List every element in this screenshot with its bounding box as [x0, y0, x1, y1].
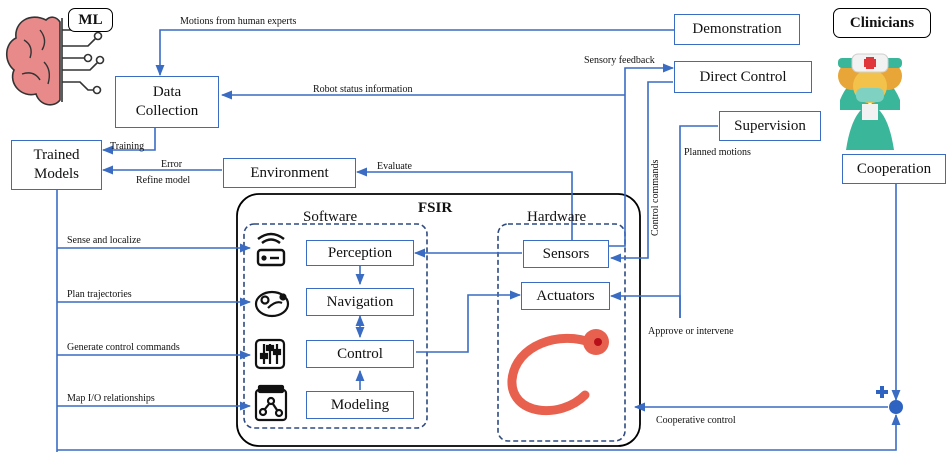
environment-box: Environment: [223, 158, 356, 188]
direct-control-box: Direct Control: [674, 61, 812, 93]
label-refine-model: Refine model: [136, 175, 191, 186]
label-training: Training: [110, 141, 145, 152]
plus-icon: [876, 386, 888, 398]
label-map-io: Map I/O relationships: [67, 393, 155, 404]
hardware-label: Hardware: [527, 209, 587, 225]
trained-models-box: Trained Models: [11, 140, 102, 190]
modeling-box: Modeling: [306, 391, 414, 419]
router-icon: [256, 232, 286, 267]
perception-box: Perception: [306, 240, 414, 266]
modeling-icon: [254, 384, 288, 422]
trained-models-line2: Models: [34, 166, 79, 182]
label-generate-control: Generate control commands: [67, 342, 180, 353]
label-approve-intervene: Approve or intervene: [648, 326, 734, 337]
trained-models-line1: Trained: [33, 147, 80, 163]
label-planned-motions: Planned motions: [684, 147, 751, 158]
label-sensory-feedback: Sensory feedback: [584, 55, 655, 66]
clinicians-title: Clinicians: [833, 8, 931, 38]
data-collection-line1: Data: [152, 84, 182, 100]
label-motions-from-experts: Motions from human experts: [180, 16, 297, 27]
cooperation-box: Cooperation: [842, 154, 946, 184]
label-robot-status: Robot status information: [313, 84, 413, 95]
demonstration-box: Demonstration: [674, 14, 800, 45]
summing-junction: [889, 400, 903, 414]
label-evaluate: Evaluate: [377, 161, 412, 172]
supervision-box: Supervision: [719, 111, 821, 141]
data-collection-box: Data Collection: [115, 76, 219, 128]
sensors-box: Sensors: [523, 240, 609, 268]
fsir-container: [236, 193, 641, 447]
software-label: Software: [303, 209, 358, 225]
label-error: Error: [161, 159, 183, 170]
label-sense-localize: Sense and localize: [67, 235, 141, 246]
sliders-icon: [254, 338, 286, 370]
catheter-icon: [507, 329, 609, 415]
control-box: Control: [306, 340, 414, 368]
label-cooperative-control: Cooperative control: [656, 415, 736, 426]
hardware-container: [497, 223, 626, 442]
label-plan-trajectories: Plan trajectories: [67, 289, 132, 300]
clinicians-icon: [838, 53, 902, 150]
map-trajectory-icon: [254, 290, 290, 318]
ml-title: ML: [68, 8, 113, 32]
label-control-commands: Control commands: [650, 159, 661, 236]
actuators-box: Actuators: [521, 282, 610, 310]
software-container: [243, 223, 428, 429]
data-collection-line2: Collection: [135, 103, 199, 119]
navigation-box: Navigation: [306, 288, 414, 316]
fsir-title: FSIR: [418, 200, 453, 216]
